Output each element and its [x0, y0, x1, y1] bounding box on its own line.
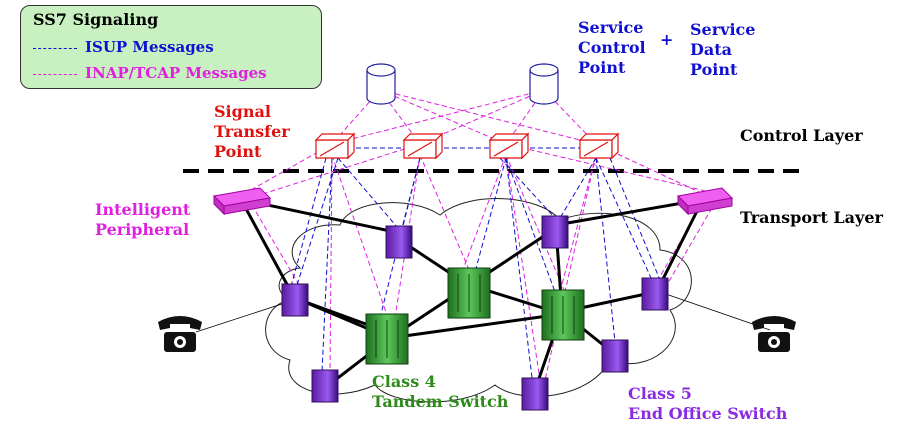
end-office-switch-icon [311, 369, 339, 403]
end-office-switch-icon [385, 225, 413, 259]
isup-links [289, 147, 661, 379]
class5-label: Class 5 End Office Switch [628, 384, 788, 423]
tandem-switch-icon [447, 267, 491, 319]
sdp-label: Service Data Point [690, 20, 756, 79]
intelligent-peripheral-label: Intelligent Peripheral [95, 200, 191, 239]
end-office-switch-icon [541, 215, 569, 249]
phone-line-left [195, 301, 289, 333]
legend: SS7 Signaling ISUP Messages INAP/TCAP Me… [20, 5, 322, 89]
end-office-switch-icon [281, 283, 309, 317]
legend-item-label: ISUP Messages [85, 38, 214, 56]
telephone-icon [158, 316, 202, 352]
database-icon [366, 63, 396, 105]
intelligent-peripheral-icon [676, 187, 734, 216]
stp-label: Signal Transfer Point [214, 102, 290, 161]
phone-line-right [659, 291, 771, 331]
signal-transfer-point-icon [314, 132, 356, 160]
legend-title: SS7 Signaling [33, 10, 159, 29]
intelligent-peripheral-icon [212, 187, 272, 216]
tandem-switch-icon [541, 289, 585, 341]
end-office-switch-icon [521, 377, 549, 411]
legend-item-isup: ISUP Messages [33, 38, 214, 56]
signal-transfer-point-icon [402, 132, 444, 160]
end-office-switch-icon [601, 339, 629, 373]
tandem-switch-icon [365, 313, 409, 365]
signal-transfer-point-icon [578, 132, 620, 160]
telephone-icon [752, 316, 796, 352]
database-icon [529, 63, 559, 105]
signal-transfer-point-icon [488, 132, 530, 160]
control-layer-label: Control Layer [740, 126, 863, 145]
inap-line-swatch [33, 73, 77, 75]
legend-item-label: INAP/TCAP Messages [85, 64, 267, 82]
transport-layer-label: Transport Layer [740, 208, 883, 227]
transport-cloud [265, 198, 692, 403]
class4-label: Class 4 Tandem Switch [372, 372, 509, 411]
end-office-switch-icon [641, 277, 669, 311]
plus-label: + [660, 30, 674, 49]
isup-line-swatch [33, 47, 77, 49]
legend-item-inap: INAP/TCAP Messages [33, 64, 267, 82]
scp-label: Service Control Point [578, 18, 646, 77]
